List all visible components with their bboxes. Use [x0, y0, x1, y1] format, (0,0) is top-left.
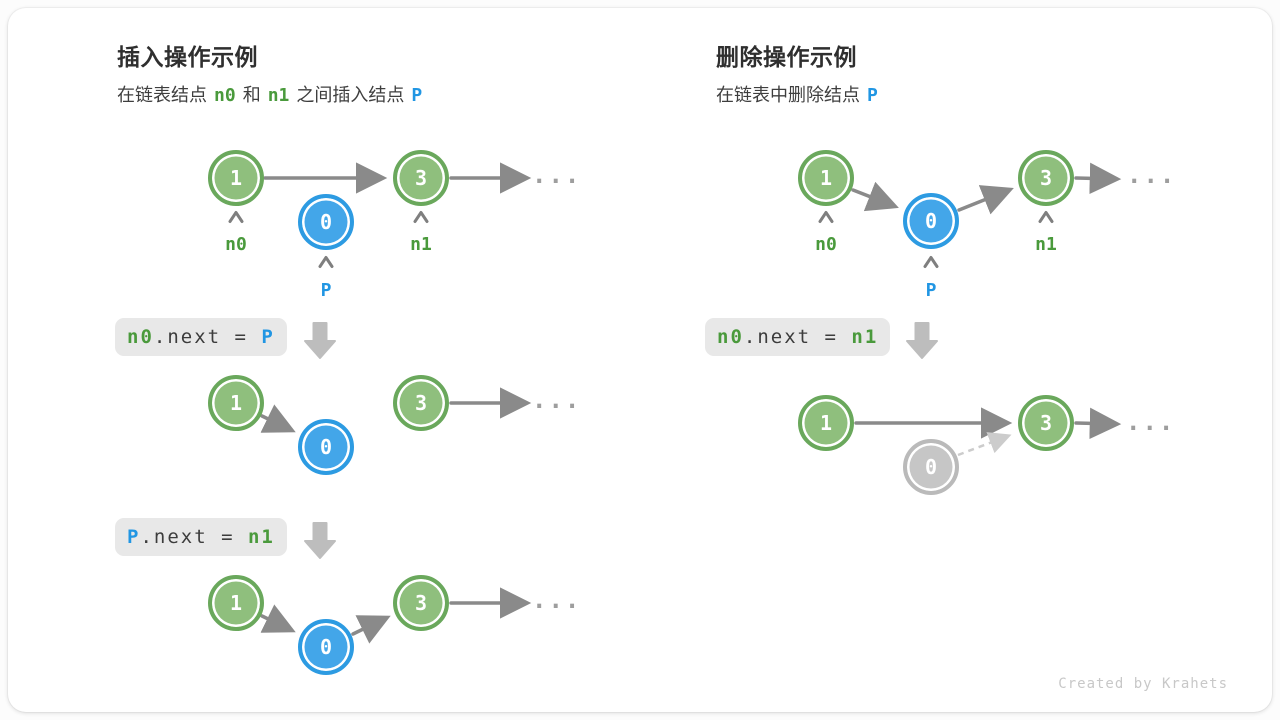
- p-token: P: [411, 85, 423, 106]
- node-p-0: 0: [298, 194, 354, 250]
- code-n0-next-p: n0.next = P: [115, 318, 287, 356]
- n0-token: n0: [214, 85, 236, 106]
- node-p-0: 0: [298, 619, 354, 675]
- node-1: 1: [208, 575, 264, 631]
- node-1: 1: [798, 395, 854, 451]
- node-1: 1: [208, 375, 264, 431]
- label-p: P: [320, 280, 332, 301]
- credit-text: Created by Krahets: [1058, 676, 1228, 692]
- node-deleted-0: 0: [903, 439, 959, 495]
- ellipsis: ...: [532, 161, 582, 189]
- delete-panel-subtitle: 在链表中删除结点 P: [716, 81, 885, 107]
- node-p-0: 0: [903, 193, 959, 249]
- label-p: P: [925, 280, 937, 301]
- p-token: P: [867, 85, 878, 106]
- node-1: 1: [208, 150, 264, 206]
- subtitle-text: 在链表结点: [117, 85, 207, 105]
- node-3: 3: [1018, 395, 1074, 451]
- subtitle-text: 在链表中删除结点: [716, 85, 860, 105]
- ellipsis: ...: [1126, 408, 1176, 436]
- code-p-next-n1: P.next = n1: [115, 518, 287, 556]
- label-n1: n1: [1035, 234, 1057, 255]
- node-1: 1: [798, 150, 854, 206]
- label-n1: n1: [410, 234, 432, 255]
- ellipsis: ...: [532, 386, 582, 414]
- insert-panel-subtitle: 在链表结点 n0 和 n1 之间插入结点 P: [117, 81, 429, 107]
- insert-panel-title: 插入操作示例: [117, 44, 258, 70]
- ellipsis: ...: [1127, 161, 1177, 189]
- node-3: 3: [393, 575, 449, 631]
- n1-token: n1: [267, 85, 290, 106]
- node-p-0: 0: [298, 419, 354, 475]
- ellipsis: ...: [532, 586, 582, 614]
- subtitle-text: 和: [242, 85, 261, 105]
- label-n0: n0: [815, 234, 837, 255]
- content-card: [8, 8, 1272, 712]
- node-3: 3: [1018, 150, 1074, 206]
- code-n0-next-n1: n0.next = n1: [705, 318, 891, 356]
- label-n0: n0: [225, 234, 247, 255]
- delete-panel-title: 删除操作示例: [716, 44, 857, 70]
- node-3: 3: [393, 375, 449, 431]
- subtitle-text: 之间插入结点: [296, 85, 405, 105]
- node-3: 3: [393, 150, 449, 206]
